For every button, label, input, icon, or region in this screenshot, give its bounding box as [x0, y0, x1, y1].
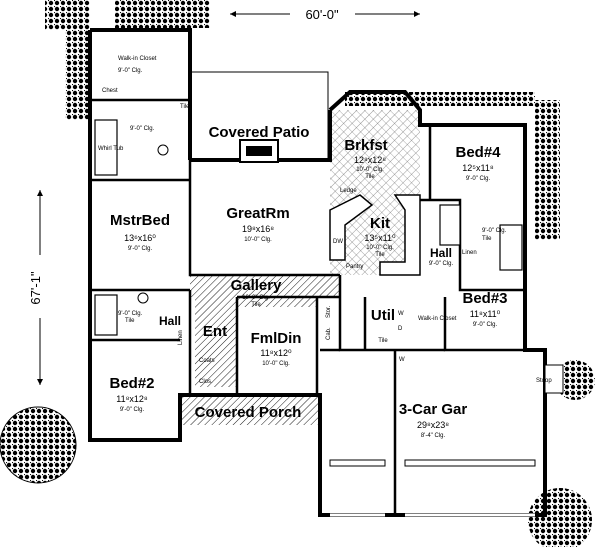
whirl-tub-label: Whirl Tub	[98, 146, 124, 152]
bath2-ceiling: 9'-0" Clg.	[482, 228, 507, 234]
greatrm-size: 19⁸x16⁸	[242, 224, 274, 234]
util-name: Util	[371, 307, 395, 324]
brkfst-name: Brkfst	[344, 137, 387, 154]
ledge-label: Ledge	[340, 188, 357, 194]
dryer-label: D	[398, 326, 403, 332]
bed3-ceiling: 9'-0" Clg.	[473, 322, 498, 328]
dimension-depth: 67'-1"	[28, 190, 43, 385]
stor-label: Stor.	[326, 305, 332, 318]
fmldin-name: FmlDin	[251, 330, 302, 347]
hedge-right-top	[345, 92, 535, 106]
linen-label: Linen	[462, 250, 477, 256]
garage-ceiling: 8'-4" Clg.	[421, 433, 446, 439]
cab-label: Cab.	[326, 327, 332, 340]
gallery-ceiling: 10'-0" Clg.	[242, 295, 270, 301]
gallery-floor	[190, 275, 340, 297]
ent-name: Ent	[203, 323, 227, 340]
kit-name: Kit	[370, 215, 390, 232]
fixtures	[94, 119, 523, 336]
garage-name: 3-Car Gar	[399, 401, 468, 418]
gallery-name: Gallery	[231, 277, 283, 294]
exterior-walls	[88, 28, 547, 517]
bed3-size: 11⁸x11⁰	[470, 309, 501, 319]
bed4-size: 12⁵x11⁸	[462, 163, 494, 173]
bed2-ceiling: 9'-0" Clg.	[120, 407, 145, 413]
mstrbed-ceiling: 9'-0" Clg.	[128, 246, 153, 252]
hedge-right	[535, 100, 560, 240]
tree-bottom-left	[0, 406, 77, 484]
interior-walls	[90, 98, 525, 515]
hall-right-ceiling: 9'-0" Clg.	[429, 261, 454, 267]
fireplace	[239, 139, 279, 163]
linen-left-label: Linen	[178, 330, 184, 345]
covered-patio-label: Covered Patio	[209, 124, 310, 141]
bush-bottom-right	[555, 360, 595, 400]
bed3-name: Bed#3	[462, 290, 507, 307]
gallery-floor: Tile	[251, 302, 261, 308]
mstrbed-size: 13⁶x16⁰	[124, 233, 156, 243]
hall-left-name: Hall	[159, 314, 181, 328]
greatrm-ceiling: 10'-0" Clg.	[244, 237, 272, 243]
util-tile: Tile	[378, 338, 388, 344]
tile-bath-label: Tile	[180, 104, 190, 110]
room-labels: Walk-in Closet 9'-0" Clg. Chest Tile 9'-…	[98, 56, 552, 439]
kit-floor: Tile	[375, 252, 385, 258]
porch-floor	[178, 395, 318, 425]
hedge-top-center	[115, 0, 210, 28]
entry-floor	[195, 297, 237, 387]
brkfst-ceiling: 10'-0" Clg.	[356, 167, 384, 173]
garage-size: 29⁸x23⁸	[417, 420, 449, 430]
greatrm-name: GreatRm	[226, 205, 289, 222]
width-label: 60'-0"	[305, 7, 339, 22]
bed2-name: Bed#2	[109, 375, 154, 392]
bed4-ceiling: 9'-0" Clg.	[466, 176, 491, 182]
coats-label: Coats	[199, 358, 215, 364]
dimension-width: 60'-0"	[230, 7, 420, 22]
covered-porch-label: Covered Porch	[195, 404, 302, 421]
brkfst-floor: Tile	[365, 174, 375, 180]
depth-label: 67'-1"	[28, 271, 43, 305]
brkfst-tile-floor	[330, 110, 420, 275]
clos-label: Clos.	[199, 379, 213, 385]
hedge-left	[65, 30, 90, 120]
mstrbed-name: MstrBed	[110, 212, 170, 229]
master-bath-ceiling: 9'-0" Clg.	[130, 126, 155, 132]
fmldin-ceiling: 10'-0" Clg.	[262, 361, 290, 367]
bath-left-tile: Tile	[125, 318, 135, 324]
walkin-closet-label: Walk-in Closet	[118, 56, 157, 62]
kit-size: 13⁵x11⁰	[364, 233, 396, 243]
stoop-label: Stoop	[536, 378, 552, 384]
walkin-closet2-label: Walk-in Closet	[418, 316, 457, 322]
bed2-size: 11⁸x12⁸	[116, 394, 148, 404]
hedge-top-left	[45, 0, 90, 30]
bath-left-ceiling: 9'-0" Clg.	[118, 311, 143, 317]
brkfst-size: 12⁸x12⁸	[354, 155, 386, 165]
fmldin-size: 11⁸x12⁰	[260, 348, 292, 358]
tree-bottom-right	[528, 488, 592, 547]
dw-label: DW	[333, 239, 343, 245]
washer-label: W	[398, 311, 404, 317]
fmldin-frame	[237, 297, 317, 307]
hall-right-name: Hall	[430, 246, 452, 260]
stoop	[544, 364, 564, 394]
bed4-name: Bed#4	[455, 144, 501, 161]
kitchen-counters	[329, 194, 421, 276]
chest-label: Chest	[102, 88, 118, 94]
bath2-tile: Tile	[482, 236, 492, 242]
kit-ceiling: 10'-0" Clg.	[366, 245, 394, 251]
walkin-closet-ceiling: 9'-0" Clg.	[118, 68, 143, 74]
pantry-label: Pantry	[346, 264, 363, 270]
garage-doors	[329, 459, 536, 517]
water-heater-label: W	[399, 357, 405, 363]
